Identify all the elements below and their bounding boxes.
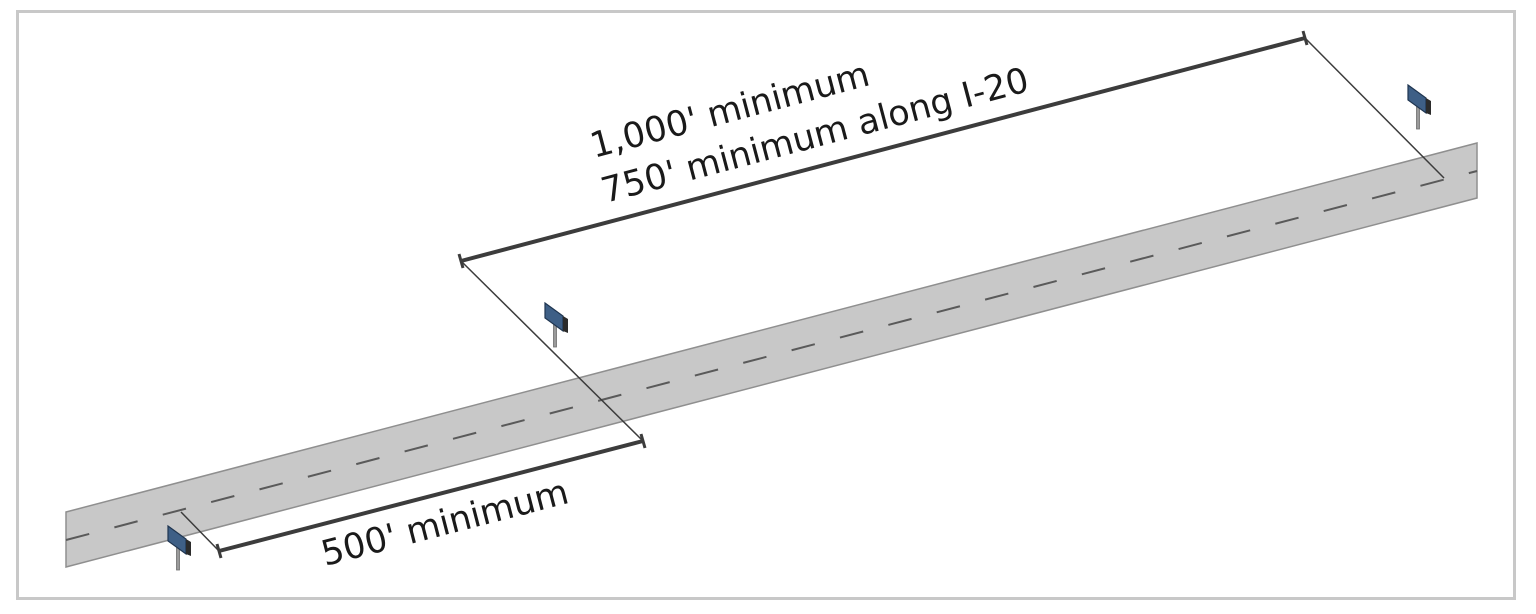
road-centerline — [65, 170, 1478, 541]
bottom-dimension — [180, 433, 647, 559]
top-dimension — [457, 30, 1445, 442]
bottom-dimension-line — [218, 439, 644, 553]
top-extension-line-right — [1304, 37, 1445, 179]
bottom-extension-line-left — [180, 511, 220, 552]
top-extension-line-left — [460, 260, 644, 442]
billboard-icon — [167, 524, 191, 571]
highway — [65, 142, 1478, 568]
road-surface — [65, 142, 1478, 568]
bottom-dimension-tick-right — [639, 433, 647, 449]
top-dimension-line — [460, 36, 1306, 263]
billboard-icon — [1407, 83, 1431, 130]
billboard-icon — [544, 301, 568, 348]
